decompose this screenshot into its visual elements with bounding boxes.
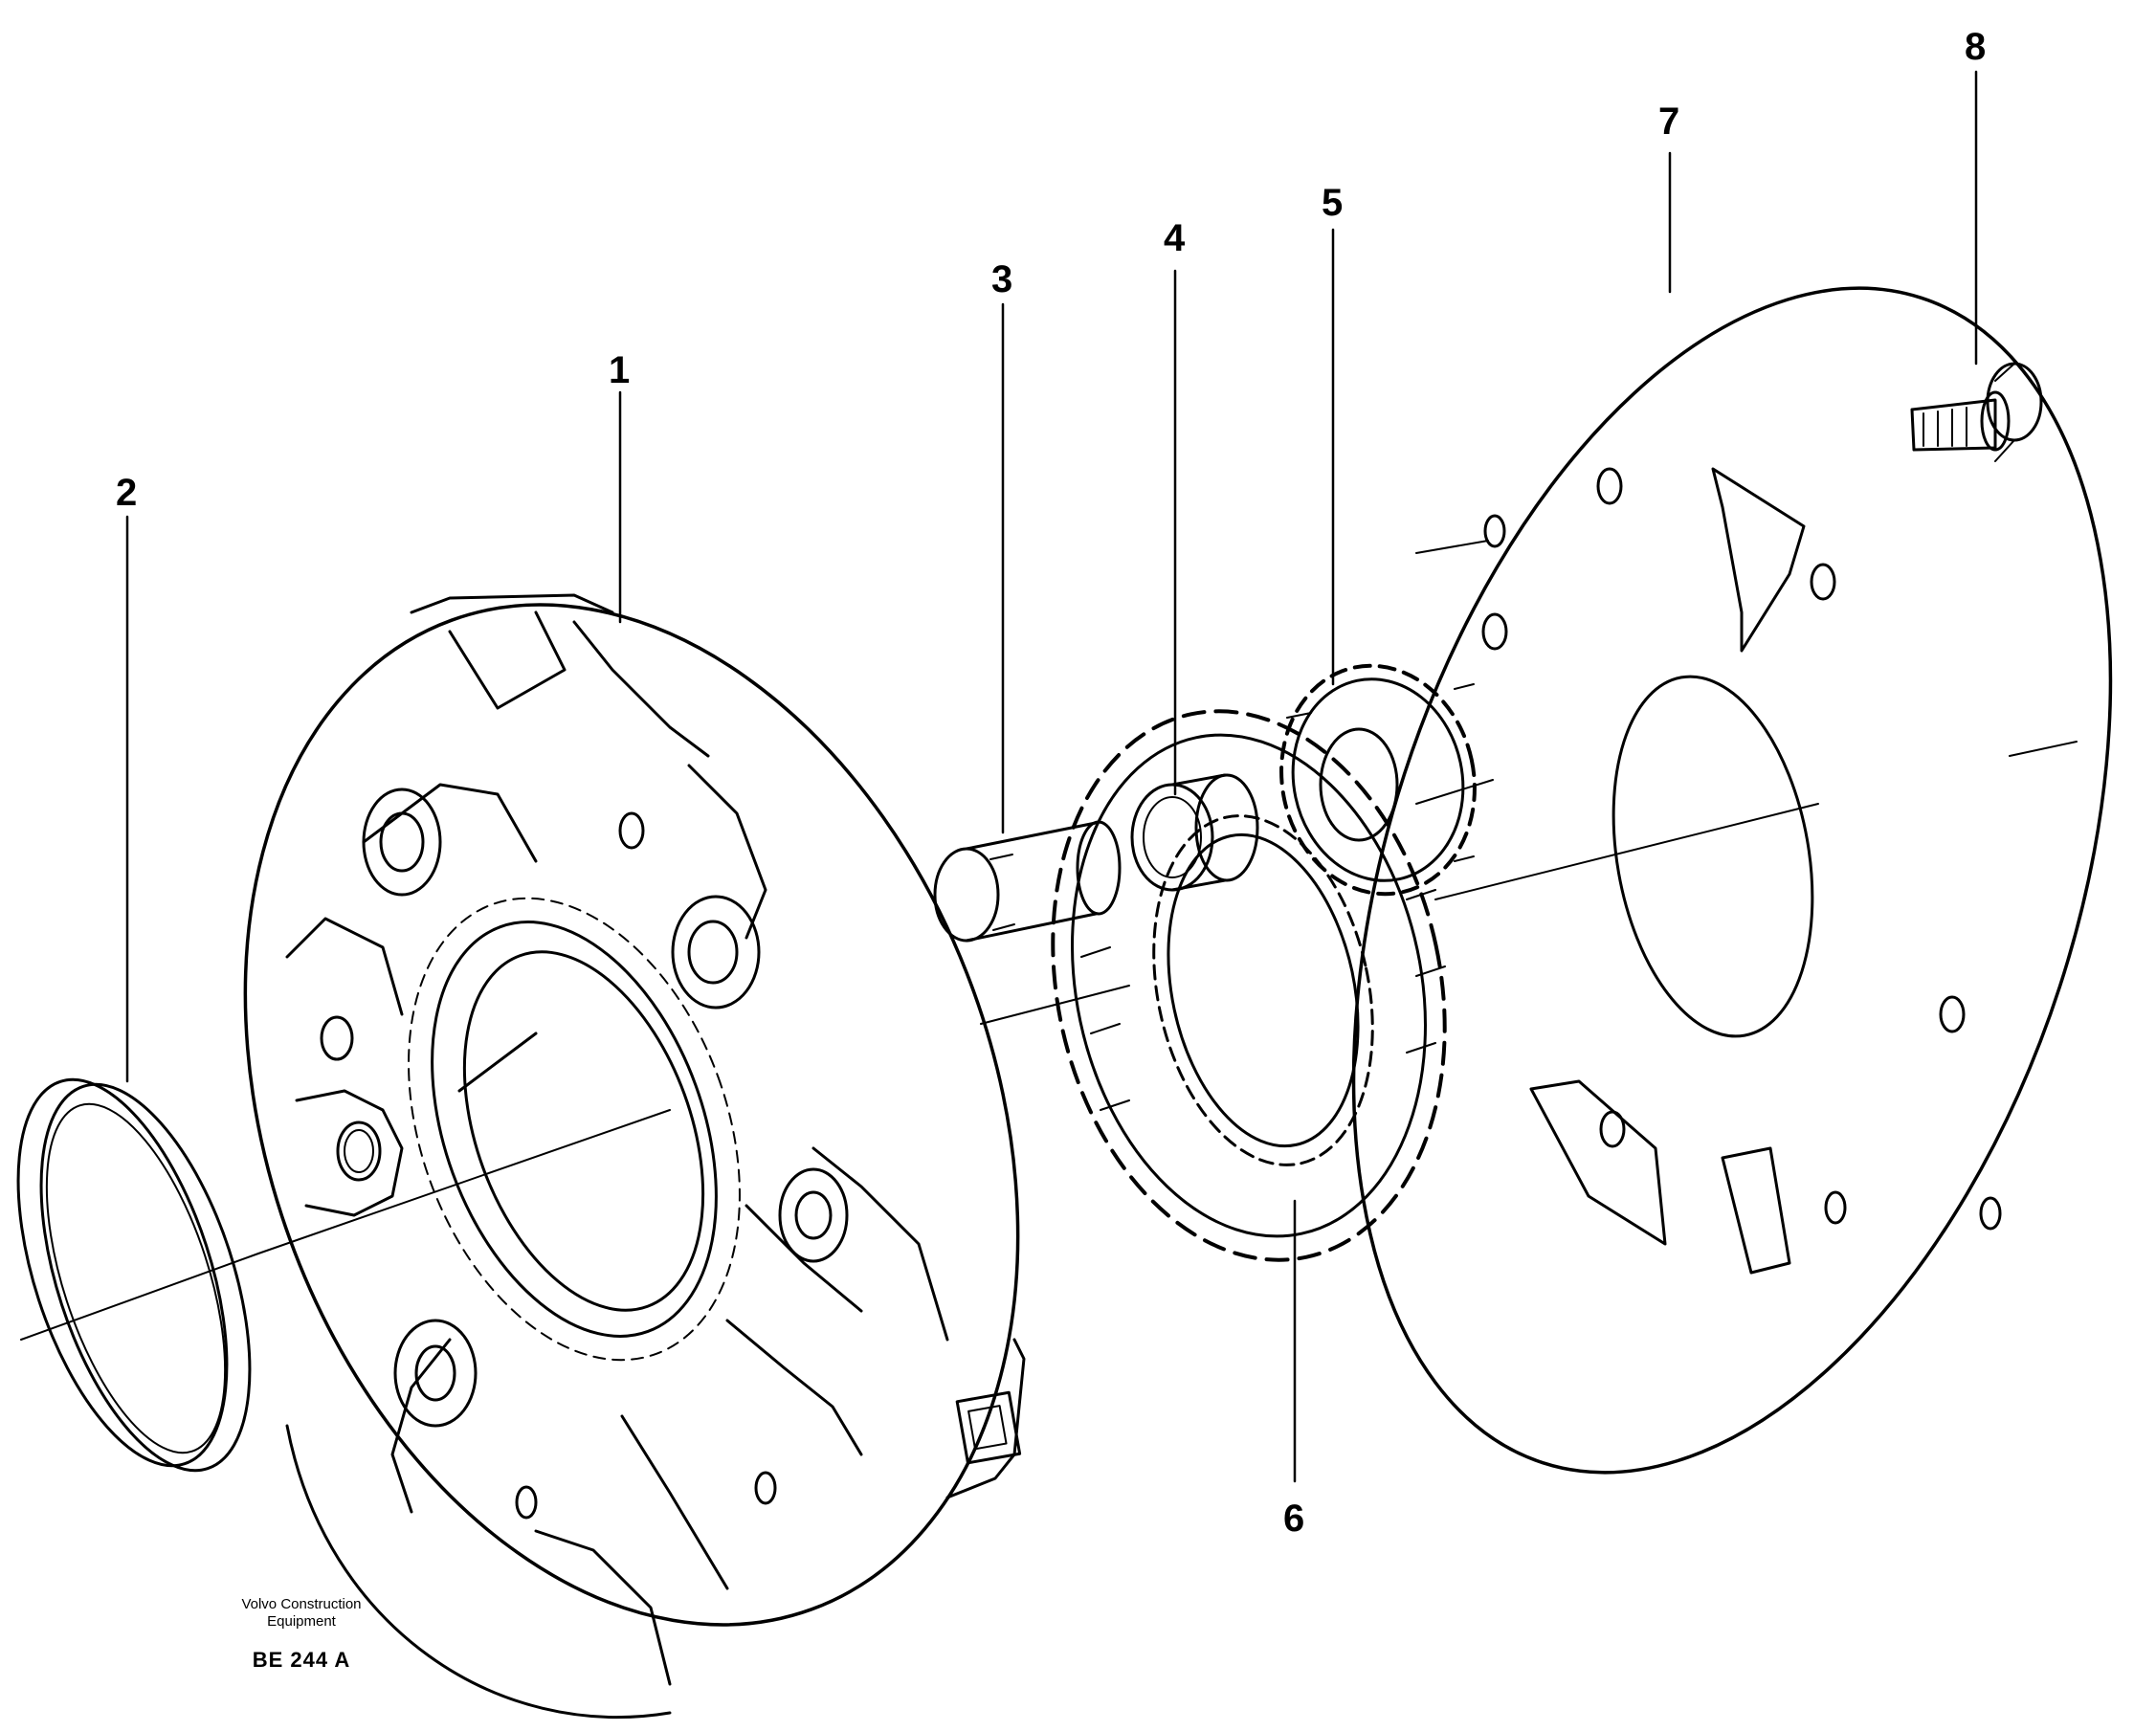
- leader-lines: [125, 70, 1978, 1483]
- company-name-line1: Volvo Construction: [241, 1596, 362, 1612]
- callout-2: 2: [116, 472, 137, 514]
- callout-5: 5: [1322, 182, 1343, 224]
- footer-caption: Volvo Construction Equipment BE 244 A: [206, 1596, 397, 1673]
- company-name-line2: Equipment: [267, 1613, 336, 1630]
- part-8-bolt: [1910, 362, 2043, 462]
- drawing-number: BE 244 A: [252, 1648, 351, 1672]
- part-6-ring-gear: [1051, 709, 1447, 1262]
- part-4-needle-bearing: [1130, 773, 1259, 892]
- callout-numbers: 1 2 3 4 5 6 7 8: [116, 26, 1986, 1540]
- assembly-axis: [20, 741, 2078, 1341]
- callout-8: 8: [1965, 26, 1986, 68]
- callout-6: 6: [1283, 1498, 1304, 1540]
- callout-7: 7: [1658, 100, 1679, 143]
- callout-3: 3: [991, 258, 1012, 300]
- part-2-ring: [16, 1077, 252, 1473]
- part-7-cover-plate: [1351, 286, 2113, 1475]
- callout-4: 4: [1164, 217, 1186, 259]
- part-5-small-gear: [1279, 663, 1477, 897]
- part-1-pump-housing: [243, 593, 1026, 1719]
- callout-1: 1: [609, 349, 630, 391]
